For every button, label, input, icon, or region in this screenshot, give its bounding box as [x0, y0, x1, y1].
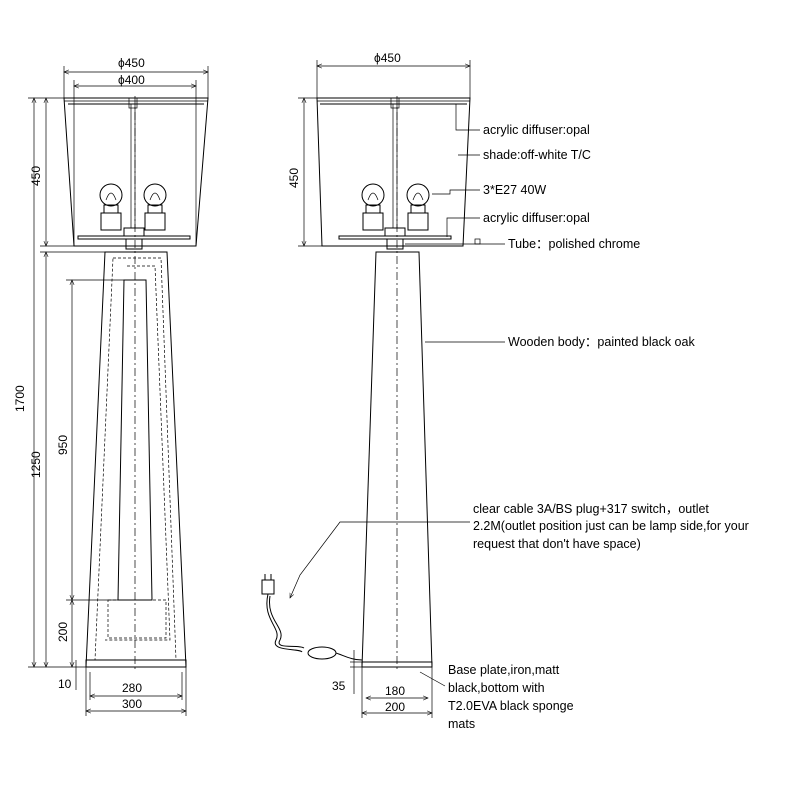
dim-base-thickness-front: 10 — [58, 677, 72, 691]
dim-shade-top: ϕ450 — [118, 56, 145, 70]
dim-base-outer: 300 — [122, 697, 142, 711]
side-shade — [316, 97, 471, 247]
annotations: acrylic diffuser:opal shade:off-white T/… — [448, 123, 749, 731]
cable-plug — [261, 574, 363, 661]
dim-slot-bottom: 200 — [56, 622, 70, 642]
label-cable-line2: 2.2M(outlet position just can be lamp si… — [473, 519, 749, 533]
label-tube: Tube：polished chrome — [508, 237, 640, 251]
dim-side-base-inner: 180 — [385, 684, 405, 698]
dim-body-height: 1250 — [29, 451, 43, 478]
front-shade — [63, 97, 209, 247]
label-base-line4: mats — [448, 717, 475, 731]
dim-side-base-thickness: 35 — [332, 679, 346, 693]
label-bulbs: 3*E27 40W — [483, 183, 546, 197]
front-dimensions: ϕ450 ϕ400 1700 450 1250 950 200 10 280 3… — [13, 56, 208, 716]
dim-side-shade-height: 450 — [287, 168, 301, 188]
label-shade: shade:off-white T/C — [483, 148, 591, 162]
label-cable-line3: request that don't have space) — [473, 537, 641, 551]
dim-side-base-outer: 200 — [385, 700, 405, 714]
dim-slot-height: 950 — [56, 435, 70, 455]
label-body: Wooden body：painted black oak — [508, 335, 695, 349]
dim-base-inner: 280 — [122, 681, 142, 695]
dim-shade-height: 450 — [29, 166, 43, 186]
front-body — [85, 251, 187, 668]
label-diffuser-top: acrylic diffuser:opal — [483, 123, 590, 137]
dim-total-height: 1700 — [13, 385, 27, 412]
front-slot — [117, 279, 153, 601]
leader-lines — [289, 104, 505, 687]
side-bulbs — [361, 183, 430, 231]
side-dimensions: ϕ450 450 35 180 200 — [287, 51, 470, 718]
front-bulbs — [99, 183, 167, 231]
label-diffuser-bottom: acrylic diffuser:opal — [483, 211, 590, 225]
label-base-line3: T2.0EVA black sponge — [448, 699, 574, 713]
dim-shade-bottom: ϕ400 — [118, 73, 145, 87]
dim-side-shade: ϕ450 — [374, 51, 401, 65]
front-view — [63, 96, 209, 670]
label-cable-line1: clear cable 3A/BS plug+317 switch，outlet — [473, 502, 709, 516]
label-base-line2: black,bottom with — [448, 681, 545, 695]
label-base-line1: Base plate,iron,matt — [448, 663, 560, 677]
